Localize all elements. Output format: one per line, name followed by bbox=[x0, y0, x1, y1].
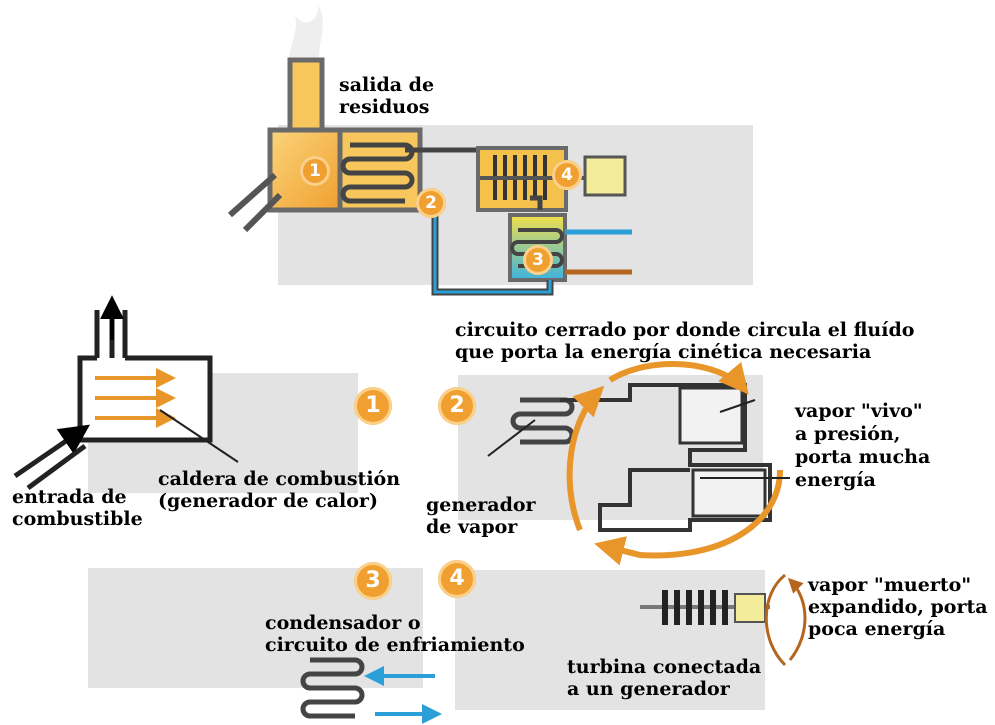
smoke-icon bbox=[288, 5, 323, 70]
badge-3-overview: 3 bbox=[523, 245, 553, 275]
badge-2: 2 bbox=[438, 387, 476, 425]
panel-steam bbox=[458, 361, 790, 566]
condenser-coil bbox=[300, 657, 365, 719]
badge-3: 3 bbox=[354, 562, 392, 600]
badge-1-overview: 1 bbox=[300, 156, 330, 186]
badge-4-overview: 4 bbox=[552, 160, 582, 190]
panel-turbine bbox=[455, 570, 807, 710]
overview-generator bbox=[583, 155, 627, 197]
label-vapor-muerto: vapor "muerto"expandido, porta poca ener… bbox=[808, 574, 988, 640]
fuel-arrow bbox=[13, 424, 90, 479]
badge-1: 1 bbox=[354, 387, 392, 425]
label-circuito: circuito cerrado por donde circula el fl… bbox=[455, 319, 915, 363]
overview-boiler-body bbox=[337, 127, 423, 213]
badge-4: 4 bbox=[438, 560, 476, 598]
overview-plant bbox=[228, 5, 753, 296]
panel-boiler bbox=[13, 295, 358, 493]
badge-2-overview: 2 bbox=[416, 188, 446, 218]
label-caldera: caldera de combustión(generador de calor… bbox=[158, 468, 401, 512]
overview-coil bbox=[340, 142, 415, 204]
turbine-generator bbox=[734, 593, 766, 623]
